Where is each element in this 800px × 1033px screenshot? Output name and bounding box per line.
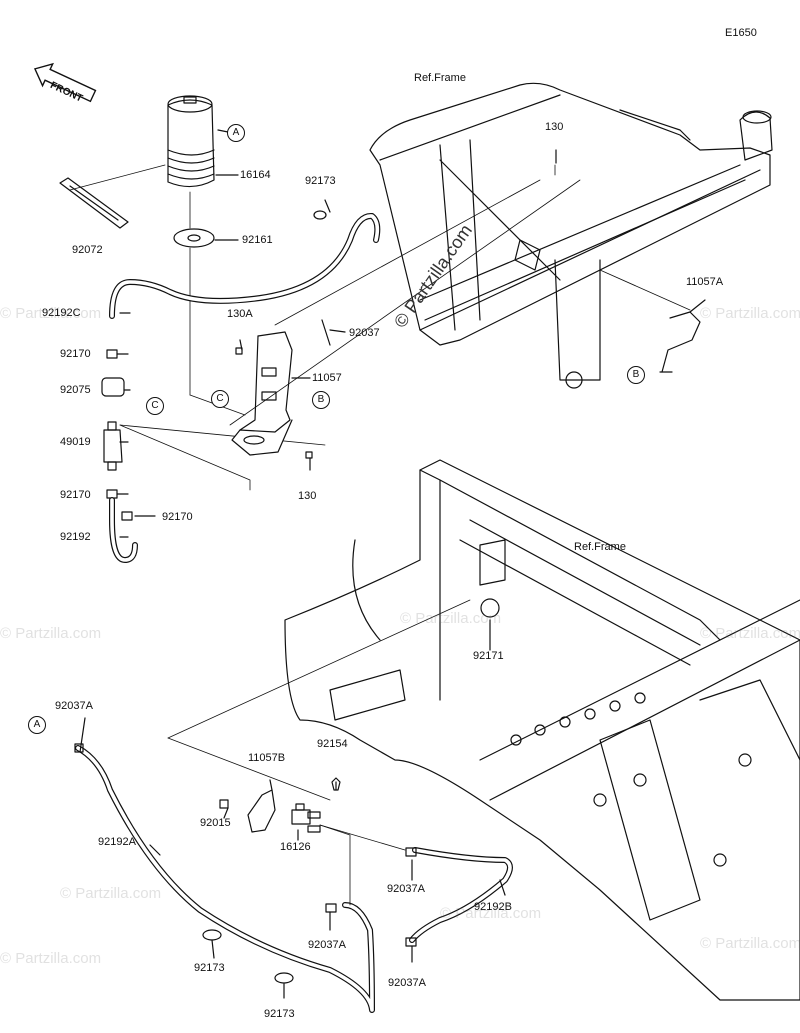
part-label-92037A[interactable]: 92037A (55, 700, 93, 712)
part-label-92173[interactable]: 92173 (264, 1008, 295, 1020)
part-label-92192C[interactable]: 92192C (42, 307, 81, 319)
part-label-49019[interactable]: 49019 (60, 436, 91, 448)
callout-a: A (28, 716, 46, 734)
part-label-11057A[interactable]: 11057A (686, 276, 724, 288)
watermark: © Partzilla.com (0, 305, 102, 322)
diagram-code: E1650 (725, 27, 757, 39)
watermark: © Partzilla.com (0, 950, 102, 967)
part-label-92015[interactable]: 92015 (200, 817, 231, 829)
callout-c: C (211, 390, 229, 408)
part-label-16126[interactable]: 16126 (280, 841, 311, 853)
watermark: © Partzilla.com (440, 905, 542, 922)
ref-frame-top-label: Ref.Frame (414, 72, 466, 84)
part-label-92154[interactable]: 92154 (317, 738, 348, 750)
part-label-92173[interactable]: 92173 (194, 962, 225, 974)
part-label-92173[interactable]: 92173 (305, 175, 336, 187)
watermark: © Partzilla.com (400, 610, 502, 627)
watermark: © Partzilla.com (700, 305, 800, 322)
part-label-130A[interactable]: 130A (227, 308, 253, 320)
front-arrow-icon (33, 62, 97, 103)
part-label-92192B[interactable]: 92192B (474, 901, 512, 913)
part-label-16164[interactable]: 16164 (240, 169, 271, 181)
part-label-92037A[interactable]: 92037A (308, 939, 346, 951)
callout-a: A (227, 124, 245, 142)
watermark: © Partzilla.com (700, 935, 800, 952)
part-label-92171[interactable]: 92171 (473, 650, 504, 662)
part-label-130[interactable]: 130 (298, 490, 317, 502)
part-label-92075[interactable]: 92075 (60, 384, 91, 396)
part-label-92170[interactable]: 92170 (60, 348, 91, 360)
part-label-92192A[interactable]: 92192A (98, 836, 136, 848)
part-label-92037A[interactable]: 92037A (387, 883, 425, 895)
part-label-11057[interactable]: 11057 (312, 372, 342, 384)
callout-b: B (312, 391, 330, 409)
watermark: © Partzilla.com (60, 885, 162, 902)
part-label-92161[interactable]: 92161 (242, 234, 273, 246)
ref-frame-bottom-label: Ref.Frame (574, 541, 626, 553)
watermark: © Partzilla.com (700, 625, 800, 642)
callout-b: B (627, 366, 645, 384)
part-label-92072[interactable]: 92072 (72, 244, 103, 256)
part-label-92192[interactable]: 92192 (60, 531, 91, 543)
part-label-92170[interactable]: 92170 (162, 511, 193, 523)
watermark: © Partzilla.com (0, 625, 102, 642)
part-label-130[interactable]: 130 (545, 121, 564, 133)
callout-c: C (146, 397, 164, 415)
part-label-92037[interactable]: 92037 (349, 327, 380, 339)
part-label-92037A[interactable]: 92037A (388, 977, 426, 989)
part-label-11057B[interactable]: 11057B (248, 752, 286, 764)
part-label-92170[interactable]: 92170 (60, 489, 91, 501)
